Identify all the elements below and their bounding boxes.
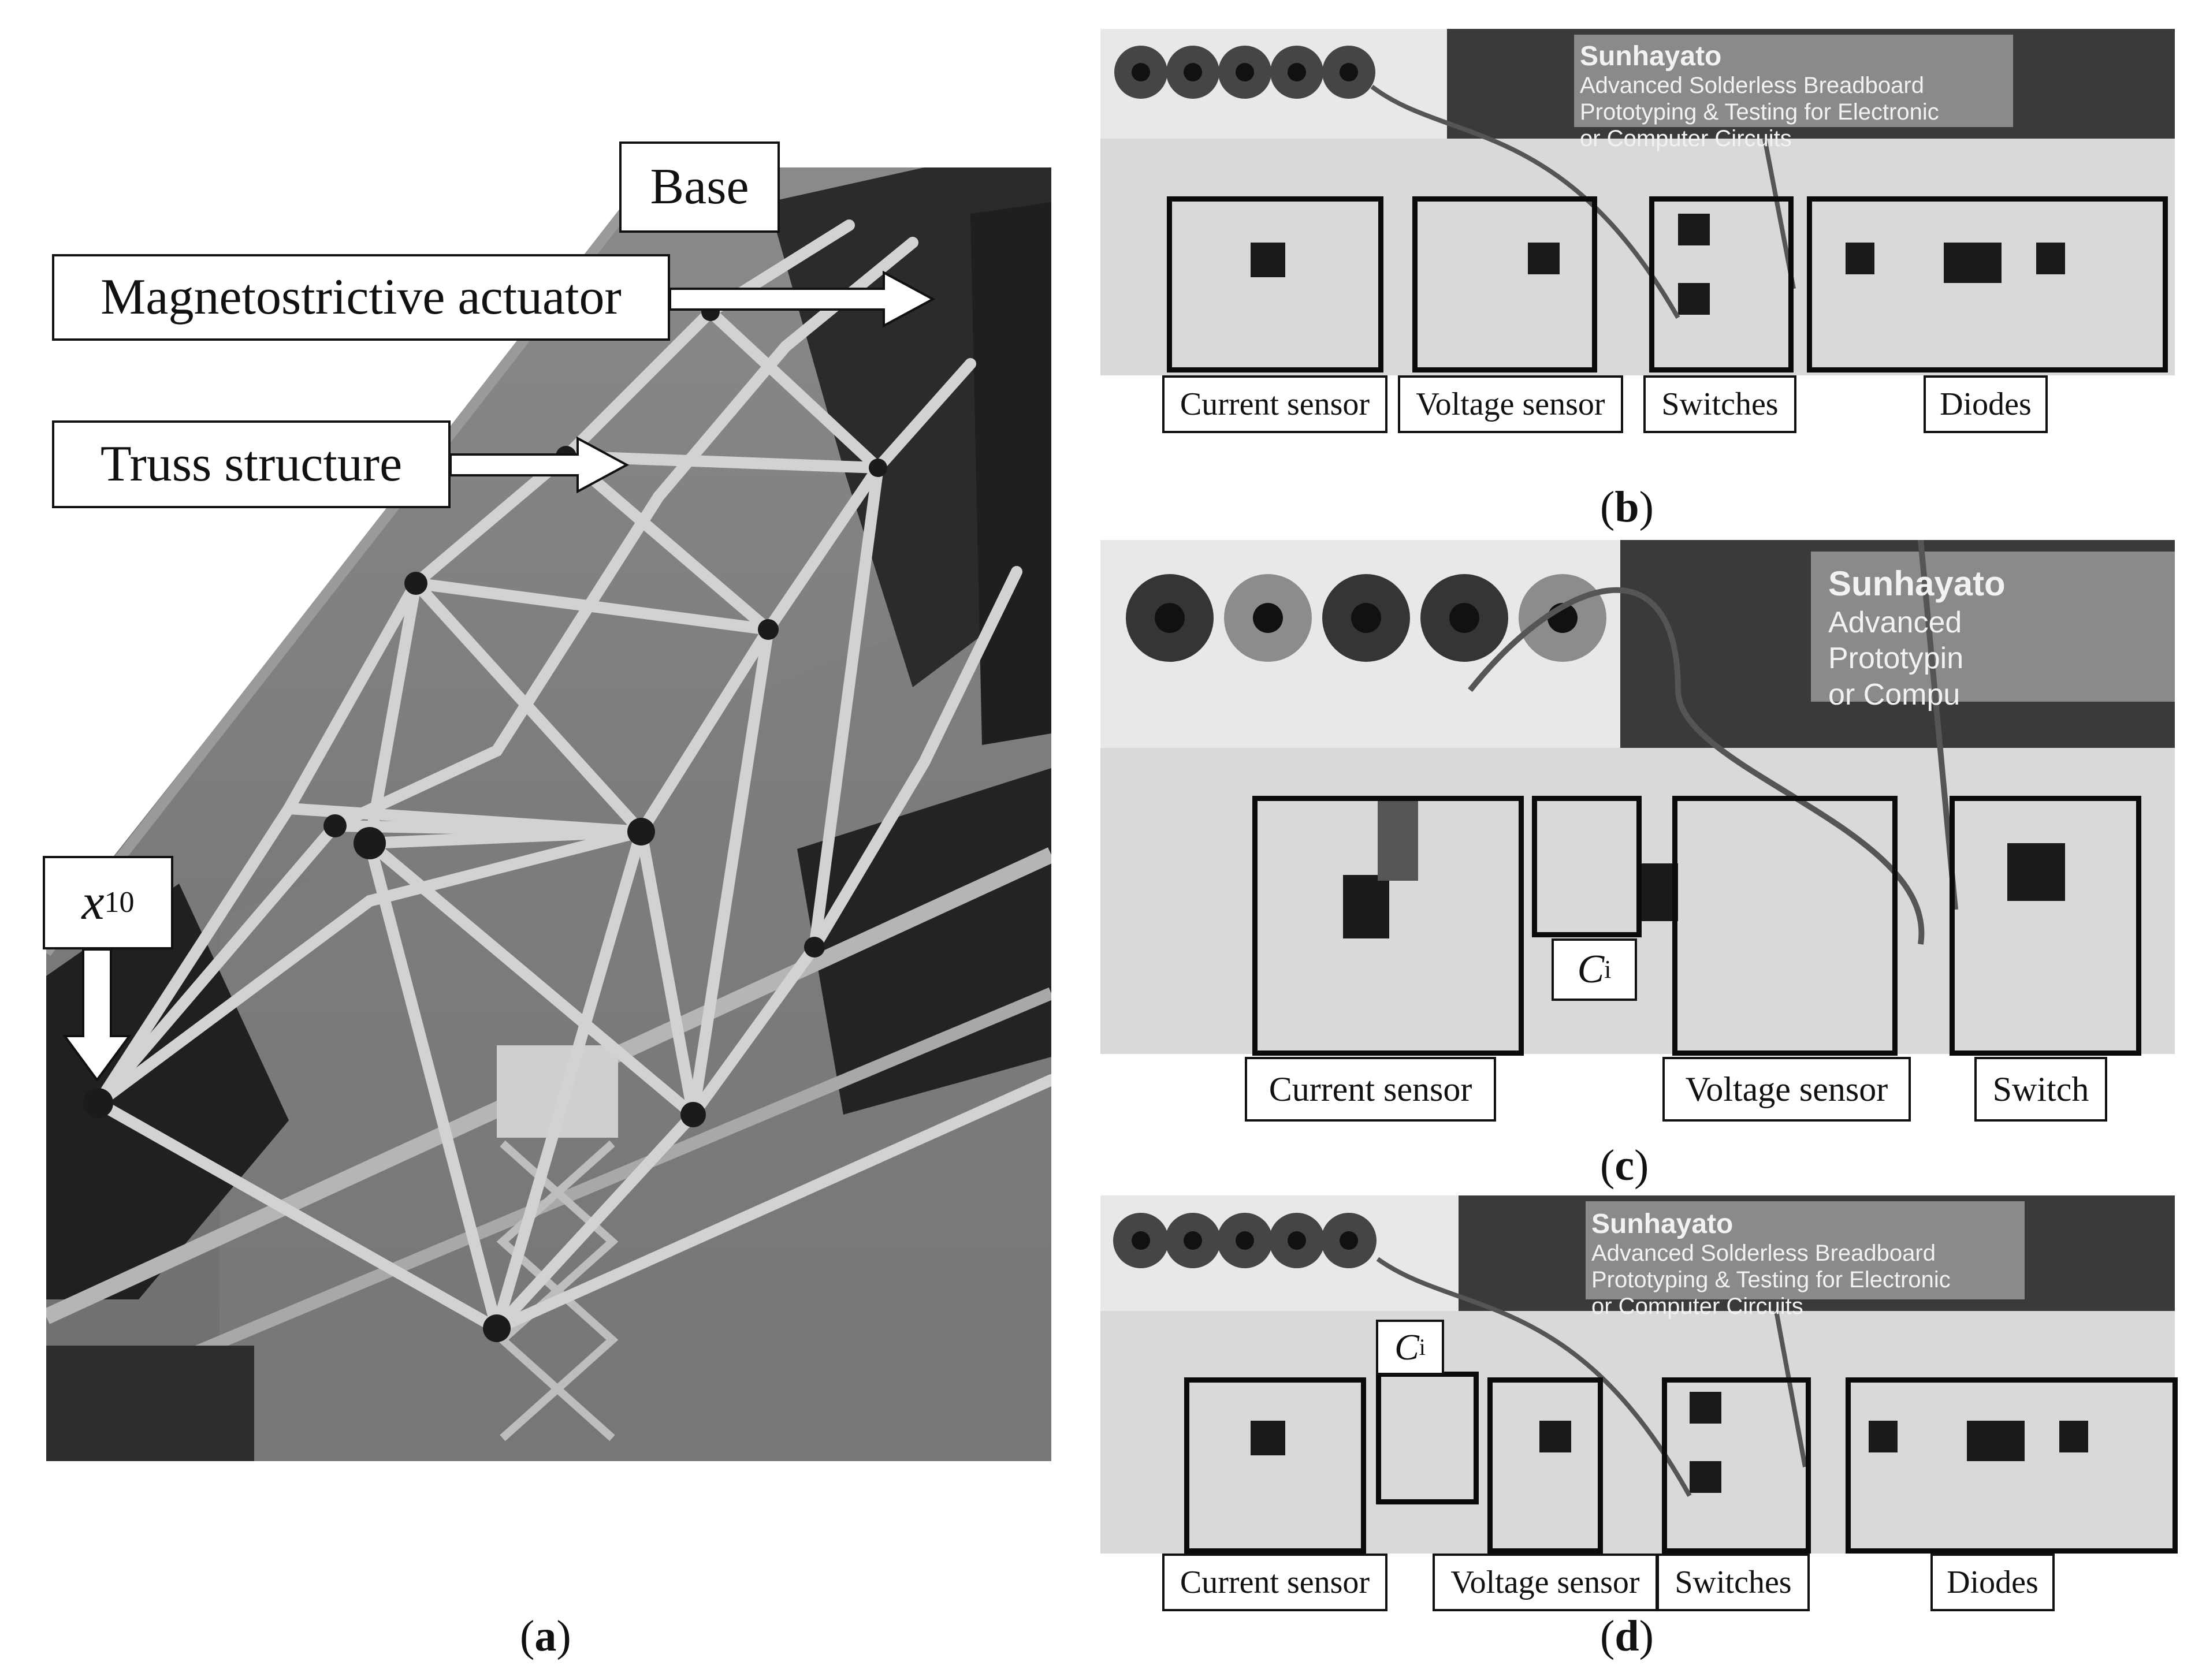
outline-d-voltage: [1487, 1377, 1603, 1554]
brand-d: Sunhayato: [1591, 1209, 1733, 1239]
x10-arrow-icon: [62, 949, 132, 1082]
d-label-voltage: Voltage sensor: [1433, 1554, 1658, 1611]
d-ci-sub: i: [1419, 1334, 1426, 1360]
board-line2-c: Prototypin: [1828, 642, 1964, 676]
outline-c-voltage: [1672, 796, 1898, 1056]
d-label-switches-text: Switches: [1675, 1564, 1792, 1600]
outline-b-switches: [1649, 196, 1794, 372]
d-label-diodes-text: Diodes: [1947, 1564, 2038, 1600]
outline-b-voltage: [1412, 196, 1597, 372]
brand-c: Sunhayato: [1828, 564, 2006, 603]
board-line3-c: or Compu: [1828, 677, 1961, 712]
c-label-voltage-text: Voltage sensor: [1685, 1070, 1888, 1108]
caption-b: (b): [1600, 483, 1654, 531]
caption-a-letter: a: [534, 1612, 557, 1660]
c-ci-var: C: [1577, 947, 1605, 992]
caption-b-letter: b: [1614, 483, 1639, 531]
d-label-current-text: Current sensor: [1180, 1564, 1370, 1600]
b-label-diodes-text: Diodes: [1940, 386, 2032, 422]
actuator-arrow-icon: [670, 270, 936, 328]
truss-label: Truss structure: [52, 420, 451, 508]
d-label-current: Current sensor: [1162, 1554, 1387, 1611]
board-line3-d: or Computer Circuits: [1591, 1294, 1803, 1320]
board-line3-b: or Computer Circuits: [1580, 126, 1792, 152]
outline-b-current: [1167, 196, 1383, 372]
board-line1-c: Advanced: [1828, 606, 1962, 639]
d-ci-var: C: [1394, 1327, 1419, 1368]
outline-c-ci: [1532, 796, 1642, 937]
b-label-current-text: Current sensor: [1180, 386, 1370, 422]
c-label-current: Current sensor: [1245, 1057, 1496, 1122]
caption-c: (c): [1600, 1141, 1649, 1190]
d-label-diodes: Diodes: [1930, 1554, 2055, 1611]
outline-d-ci: [1376, 1372, 1479, 1504]
b-label-switches-text: Switches: [1661, 386, 1779, 422]
brand-b: Sunhayato: [1580, 41, 1722, 72]
board-line1-d: Advanced Solderless Breadboard: [1591, 1241, 1936, 1266]
base-label-text: Base: [650, 159, 749, 215]
outline-c-switch: [1950, 796, 2141, 1056]
x10-sub: 10: [104, 886, 135, 919]
outline-b-diodes: [1807, 196, 2168, 372]
board-text-b: Sunhayato Advanced Solderless Breadboard…: [1580, 40, 1939, 152]
b-label-switches: Switches: [1643, 375, 1796, 433]
truss-photo: [46, 167, 1051, 1461]
d-label-switches: Switches: [1657, 1554, 1810, 1611]
outline-d-current: [1184, 1377, 1366, 1554]
b-label-diodes: Diodes: [1924, 375, 2048, 433]
outline-d-diodes: [1846, 1377, 2178, 1554]
board-text-d: Sunhayato Advanced Solderless Breadboard…: [1591, 1208, 1951, 1320]
board-text-c: Sunhayato Advanced Prototypin or Compu: [1828, 563, 2006, 713]
board-line2-d: Prototyping & Testing for Electronic: [1591, 1267, 1951, 1293]
caption-d-letter: d: [1614, 1612, 1639, 1660]
b-label-current: Current sensor: [1162, 375, 1387, 433]
c-label-switch: Switch: [1974, 1057, 2107, 1122]
c-ci-sub: i: [1604, 955, 1612, 984]
actuator-label-text: Magnetostrictive actuator: [101, 269, 622, 325]
base-label: Base: [619, 141, 780, 233]
d-label-voltage-text: Voltage sensor: [1450, 1564, 1640, 1600]
c-label-switch-text: Switch: [1992, 1070, 2089, 1108]
caption-d: (d): [1600, 1612, 1654, 1660]
actuator-label: Magnetostrictive actuator: [52, 254, 670, 341]
x10-var: x: [81, 874, 105, 930]
board-line2-b: Prototyping & Testing for Electronic: [1580, 99, 1939, 125]
c-label-voltage: Voltage sensor: [1662, 1057, 1911, 1122]
board-line1-b: Advanced Solderless Breadboard: [1580, 73, 1924, 99]
caption-c-letter: c: [1614, 1141, 1635, 1190]
outline-c-current: [1252, 796, 1524, 1056]
b-label-voltage: Voltage sensor: [1398, 375, 1623, 433]
breadboard-photo-b: Sunhayato Advanced Solderless Breadboard…: [1100, 29, 2175, 375]
b-label-voltage-text: Voltage sensor: [1416, 386, 1605, 422]
outline-d-switches: [1662, 1377, 1811, 1554]
truss-label-text: Truss structure: [100, 436, 403, 492]
c-label-current-text: Current sensor: [1268, 1070, 1472, 1108]
caption-a: (a): [520, 1612, 571, 1660]
truss-arrow-icon: [451, 436, 630, 494]
breadboard-photo-d: Sunhayato Advanced Solderless Breadboard…: [1100, 1195, 2175, 1554]
